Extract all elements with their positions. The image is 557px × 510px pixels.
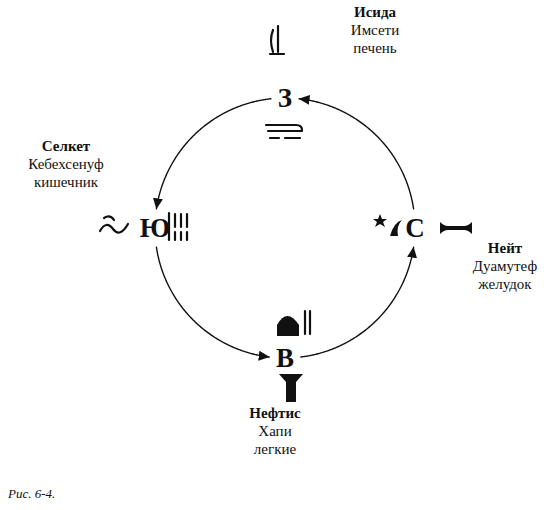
hieroglyph [277, 316, 299, 336]
direction-letter: В [274, 344, 296, 373]
deity-name: Нейт [488, 240, 522, 257]
hieroglyph [100, 224, 128, 233]
canopic-label: желудок [478, 276, 531, 293]
hieroglyph [390, 220, 402, 236]
direction-letter: С [403, 214, 427, 243]
canopic-label: Дуамутеф [473, 258, 537, 275]
hieroglyph [279, 374, 303, 402]
hieroglyph [270, 26, 284, 54]
deity-name: Селкет [42, 138, 90, 155]
hieroglyph [271, 30, 273, 52]
canopic-label: кишечник [34, 174, 98, 191]
circle-arrow [156, 247, 269, 357]
compass-point: В [274, 344, 296, 373]
deity-name: Нефтис [249, 405, 301, 422]
compass-point: Ю [138, 214, 172, 243]
canopic-label: Имсети [351, 22, 399, 39]
canopic-label: Кебехсенуф [28, 156, 103, 173]
hieroglyph [104, 216, 114, 220]
circle-arrow [299, 99, 414, 210]
direction-letter: З [276, 84, 294, 113]
figure-caption: Рис. 6-4. [8, 486, 55, 502]
direction-letter: Ю [138, 214, 172, 243]
canopic-label: печень [353, 40, 396, 57]
deity-name: Исида [354, 4, 396, 21]
hieroglyph [440, 222, 472, 234]
canopic-label: легкие [254, 441, 296, 458]
circle-arrow [156, 99, 271, 210]
compass-point: З [276, 84, 294, 113]
hieroglyph [373, 214, 387, 227]
canopic-label: Хапи [258, 423, 291, 440]
hieroglyph [266, 125, 302, 138]
hieroglyph [305, 311, 310, 334]
circle-arrow [300, 247, 413, 357]
hieroglyph [169, 213, 187, 240]
compass-point: С [403, 214, 427, 243]
